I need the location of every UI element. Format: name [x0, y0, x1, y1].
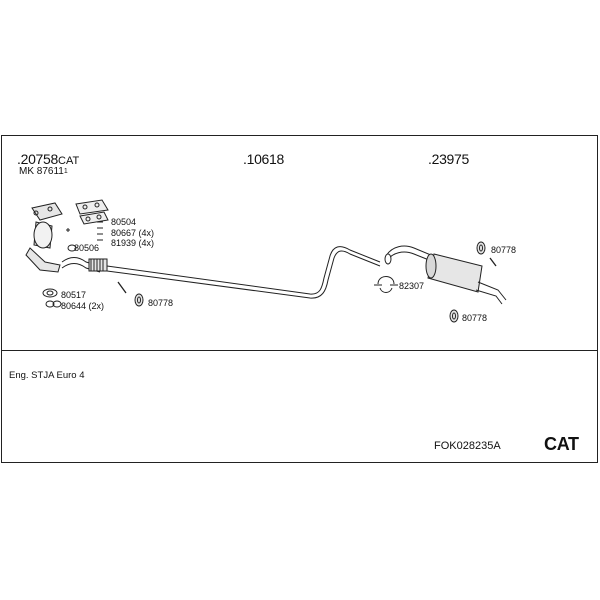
label-80778-right: 80778 [491, 245, 517, 255]
middle-pipe-part [106, 246, 381, 299]
label-80644: 80644 (2x) [61, 301, 105, 311]
label-80778-bottom: 80778 [462, 313, 488, 323]
gasket-ring-icon [42, 244, 77, 308]
label-80504: 80504 [111, 217, 137, 227]
rubber-hanger-icon [134, 241, 486, 323]
engine-info: Eng. STJA Euro 4 [9, 370, 85, 381]
rear-muffler-part [384, 245, 507, 305]
label-80778-left: 80778 [148, 298, 174, 308]
cat-badge: CAT [544, 434, 579, 454]
label-80506: 80506 [74, 243, 100, 253]
info-divider [1, 350, 598, 351]
part-number-rear-muffler: .23975 [428, 151, 470, 167]
front-pipe-part [61, 257, 127, 294]
diagram-frame [1, 135, 598, 463]
manifold-catalyst-part [25, 202, 63, 273]
label-80667: 80667 (4x) [111, 228, 155, 238]
mounting-kit-label: MK 876111 [19, 166, 68, 177]
label-81939: 81939 (4x) [111, 238, 155, 248]
clamp-icon [374, 276, 398, 293]
bolt-icon [66, 221, 103, 241]
label-82307: 82307 [399, 281, 425, 291]
part-number-middle-pipe: .10618 [243, 151, 285, 167]
label-80517: 80517 [61, 290, 87, 300]
part-number-catalyst: .20758CAT [17, 151, 80, 167]
kit-code: FOK028235A [434, 440, 501, 452]
manifold-gasket-part [75, 199, 109, 225]
